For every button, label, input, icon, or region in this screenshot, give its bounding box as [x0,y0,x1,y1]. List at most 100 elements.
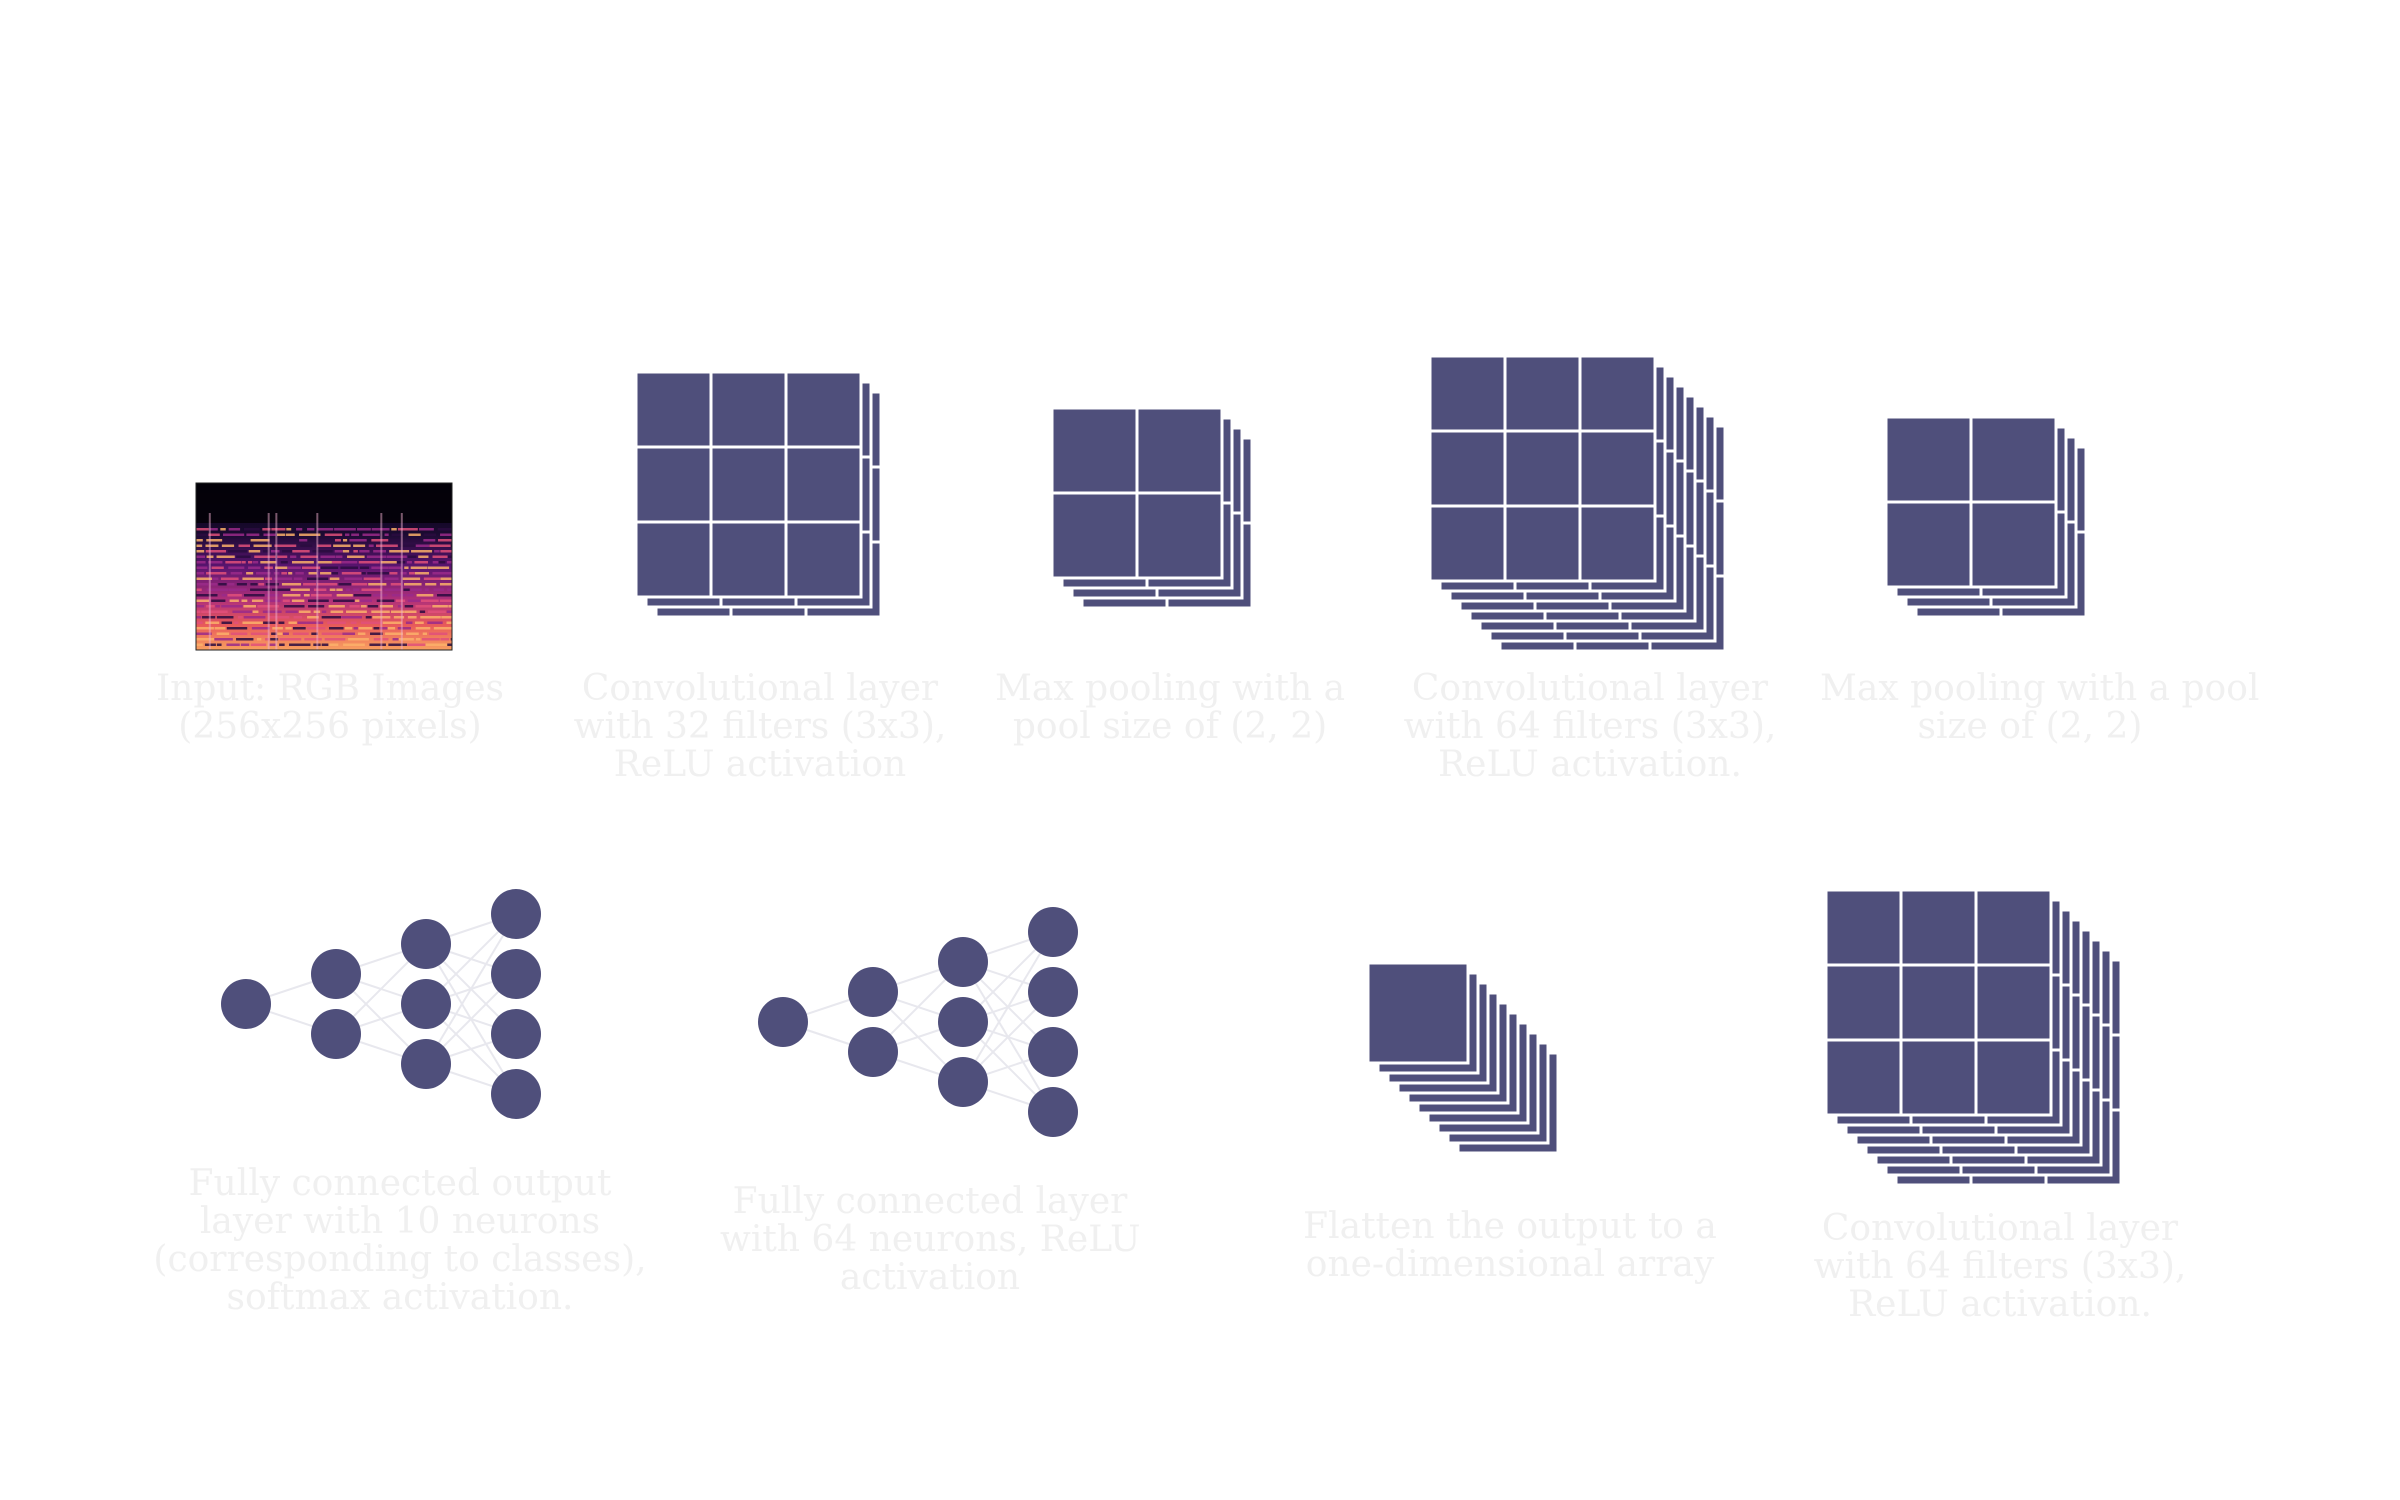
feature-map-layer [1824,888,2053,1117]
spectrogram-band [236,583,247,586]
spectrogram-band [243,605,256,608]
spectrogram-band [328,627,344,630]
spectrogram-band [221,594,227,597]
spectrogram-band [409,572,415,575]
spectrogram-band [210,610,228,613]
spectrogram-band [380,561,397,564]
spectrogram-band [283,632,289,635]
caption-output: Fully connected output layer with 10 neu… [153,1163,647,1318]
spectrogram-band [299,533,321,536]
spectrogram-band [306,627,326,630]
output-dense-network-block [221,889,541,1119]
spectrogram-band [208,561,223,564]
spectrogram-band [282,599,290,602]
spectrogram-band [410,539,421,542]
spectrogram-band [321,632,343,635]
spectrogram-band [252,610,259,613]
spectrogram-band [216,616,234,619]
feature-map-layer [1050,406,1224,580]
spectrogram-onset [275,513,278,650]
spectrogram-band [355,599,360,602]
spectrogram-band [432,555,448,558]
spectrogram-band [248,561,253,564]
spectrogram-band [334,550,343,553]
spectrogram-band [263,550,269,553]
feature-map-layer [1366,961,1470,1065]
spectrogram-band [223,533,245,536]
spectrogram-band [308,605,325,608]
spectrogram-band [238,544,251,547]
spectrogram-band [330,610,344,613]
spectrogram-band [270,638,279,641]
spectrogram-band [228,588,247,591]
spectrogram-band [397,605,402,608]
spectrogram-band [410,588,422,591]
spectrogram-band [341,616,362,619]
spectrogram-band [205,550,227,553]
spectrogram-band [307,616,319,619]
spectrogram-band [241,599,248,602]
spectrogram-band [317,544,332,547]
neuron-node [491,1009,541,1059]
spectrogram-band [196,539,203,542]
neuron-node [401,1039,451,1089]
spectrogram-band [429,544,451,547]
spectrogram-band [317,539,333,542]
spectrogram-band [316,583,338,586]
spectrogram-band [368,544,374,547]
spectrogram-band [344,627,353,630]
spectrogram-band [202,616,216,619]
spectrogram-band [332,561,342,564]
spectrogram-band [271,550,280,553]
spectrogram-band [338,583,352,586]
spectrogram-band [393,616,405,619]
spectrogram-band [376,599,395,602]
spectrogram-band [437,528,452,531]
spectrogram-band [392,638,399,641]
spectrogram-band [216,555,235,558]
spectrogram-band [306,621,324,624]
spectrogram-band [363,577,381,580]
spectrogram-band [321,616,341,619]
spectrogram-band [422,632,428,635]
spectrogram-band [196,533,209,536]
spectrogram-band [429,632,448,635]
flatten-stack-block [1366,961,1560,1155]
spectrogram-band [391,533,404,536]
spectrogram-band [321,643,329,646]
spectrogram-band [404,610,417,613]
spectrogram-band [373,627,380,630]
spectrogram-band [223,539,243,542]
spectrogram-band [278,621,285,624]
spectrogram-band [380,627,388,630]
spectrogram-band [331,572,339,575]
spectrogram-band [387,627,396,630]
spectrogram-band [439,583,452,586]
spectrogram-band [250,539,270,542]
spectrogram-band [384,533,389,536]
spectrogram-band [304,638,322,641]
spectrogram-band [362,533,380,536]
spectrogram-band [279,638,302,641]
spectrogram-band [212,577,219,580]
spectrogram-band [290,588,310,591]
spectrogram-band [408,555,417,558]
spectrogram-band [258,583,265,586]
spectrogram-band [329,643,339,646]
spectrogram-band [317,561,332,564]
spectrogram-band [320,555,336,558]
spectrogram-band [420,616,441,619]
spectrogram-band [251,599,264,602]
spectrogram-band [295,572,304,575]
spectrogram-band [225,561,242,564]
spectrogram-band [329,588,336,591]
spectrogram-band [311,594,332,597]
spectrogram-band [292,627,306,630]
spectrogram-band [287,566,301,569]
spectrogram-band [371,539,389,542]
spectrogram-band [416,594,434,597]
spectrogram-band [209,528,218,531]
max-pooling-block-1 [1050,406,1254,610]
spectrogram-band [346,588,351,591]
spectrogram-band [351,533,360,536]
